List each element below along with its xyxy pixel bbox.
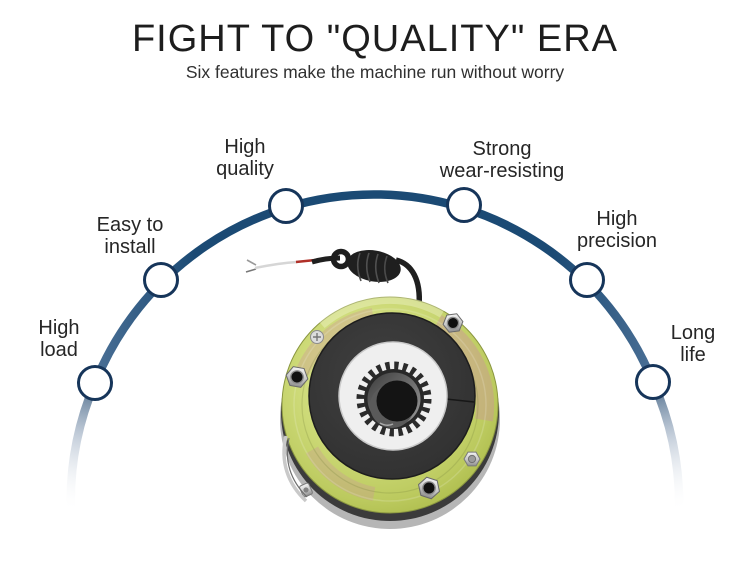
screw-top-left [310, 330, 324, 344]
feature-node-long-life [635, 364, 671, 400]
retainer-bracket [282, 435, 308, 503]
arc-fade-left [66, 381, 99, 515]
feature-label-high-precision: High precision [576, 208, 658, 252]
hex-nut-left [285, 366, 309, 388]
feature-label-high-quality: High quality [216, 136, 274, 180]
bolt-right [463, 451, 481, 467]
feature-label-easy-to-install: Easy to install [96, 214, 164, 258]
feature-node-easy-to-install [143, 262, 179, 298]
feature-node-high-precision [569, 262, 605, 298]
feature-arc [66, 187, 684, 515]
feature-label-long-life: Long life [670, 322, 716, 366]
power-cable-icon [245, 248, 422, 307]
arc-fade-right [649, 380, 684, 515]
feature-node-high-quality [268, 188, 304, 224]
feature-node-strong-wear-resisting [446, 187, 482, 223]
clip-tab [299, 482, 313, 498]
feature-node-high-load [77, 365, 113, 401]
feature-label-strong-wear-resisting: Strong wear-resisting [439, 138, 565, 182]
spline-hub [356, 361, 432, 437]
page-title: FIGHT TO "QUALITY" ERA [131, 18, 619, 60]
feature-label-high-load: High load [38, 317, 80, 361]
product-photo [245, 248, 500, 529]
page-subtitle: Six features make the machine run withou… [185, 62, 565, 82]
hex-nut-bottom-right [417, 476, 441, 500]
hex-nut-top-right [442, 313, 464, 333]
